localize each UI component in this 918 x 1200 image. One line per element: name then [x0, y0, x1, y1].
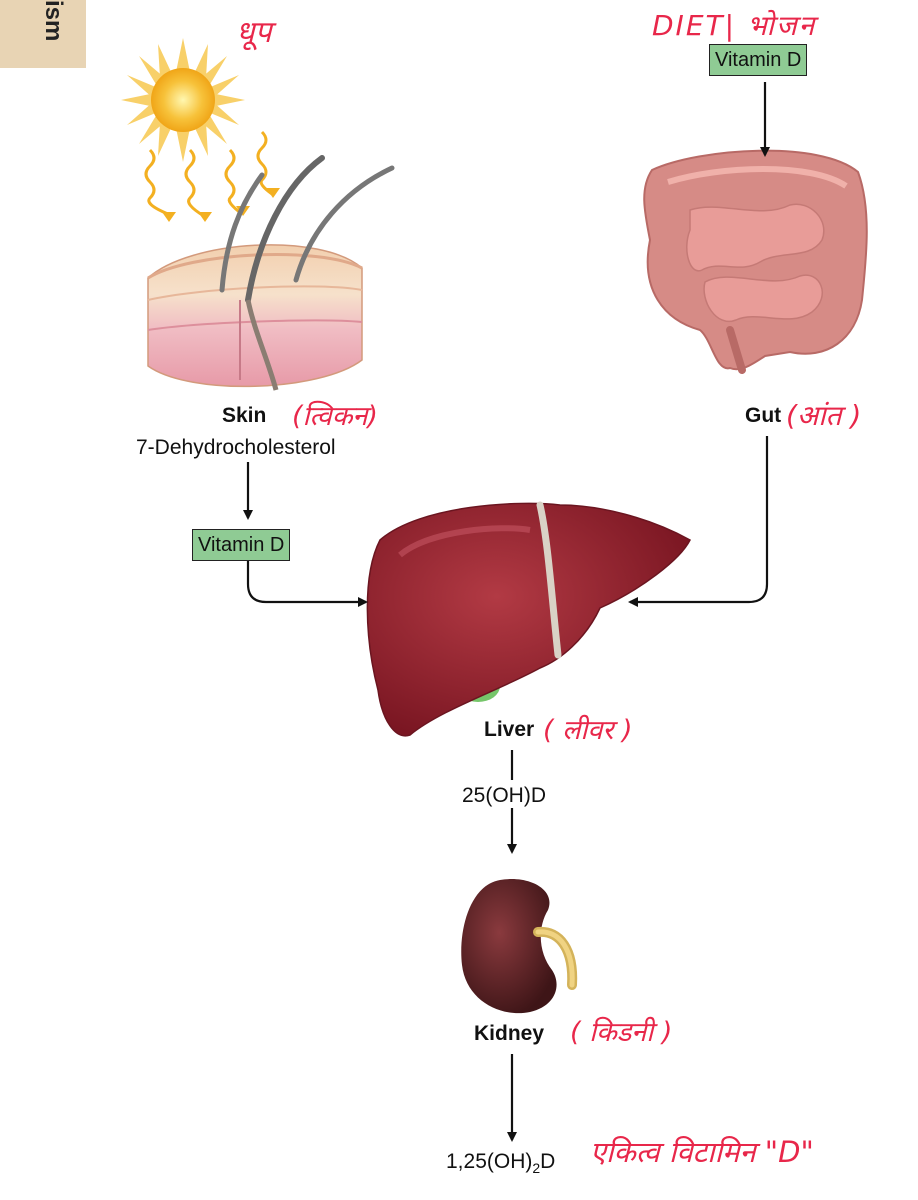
arrow-gut-to-liver: [628, 436, 769, 607]
flow-arrows: [243, 82, 770, 1142]
liver-product-label: 25(OH)D: [462, 784, 547, 807]
product-subscript: 2: [532, 1160, 541, 1177]
skin-annotation: (त्विकन): [292, 401, 378, 432]
sun-ray-heads: [162, 188, 280, 222]
active-vitamin-d-label: 1,25(OH)2D: [446, 1150, 555, 1176]
liver-annotation: ( लीवर ): [543, 715, 633, 746]
liver-illustration: [366, 501, 691, 737]
sun-annotation: धूप: [236, 15, 272, 50]
liver-label: Liver: [484, 718, 535, 741]
skin-illustration: [147, 155, 395, 391]
gut-illustration: [643, 149, 868, 374]
product-tail: D: [540, 1150, 556, 1173]
gut-label: Gut: [745, 404, 782, 427]
chapter-tab: ism: [0, 0, 86, 68]
product-main: 1,25(OH): [446, 1150, 533, 1173]
sun-rays: [144, 130, 273, 218]
skin-compound-label: 7-Dehydrocholesterol: [136, 436, 336, 459]
sun-icon: [121, 38, 245, 162]
kidney-illustration: [461, 879, 578, 1014]
skin-vitamin-d-box: Vitamin D: [192, 529, 291, 561]
diet-annotation: DIET| भोजन: [652, 9, 817, 42]
chapter-tab-text: ism: [40, 0, 67, 42]
arrow-vitamin-to-liver: [246, 560, 368, 607]
gut-annotation: (आंत ): [786, 399, 862, 432]
diet-vitamin-d-box: Vitamin D: [709, 44, 808, 76]
skin-label: Skin: [222, 404, 267, 427]
kidney-label: Kidney: [474, 1022, 545, 1045]
kidney-annotation: ( किडनी ): [570, 1017, 673, 1048]
product-annotation: एकित्व विटामिन "D": [590, 1135, 814, 1169]
